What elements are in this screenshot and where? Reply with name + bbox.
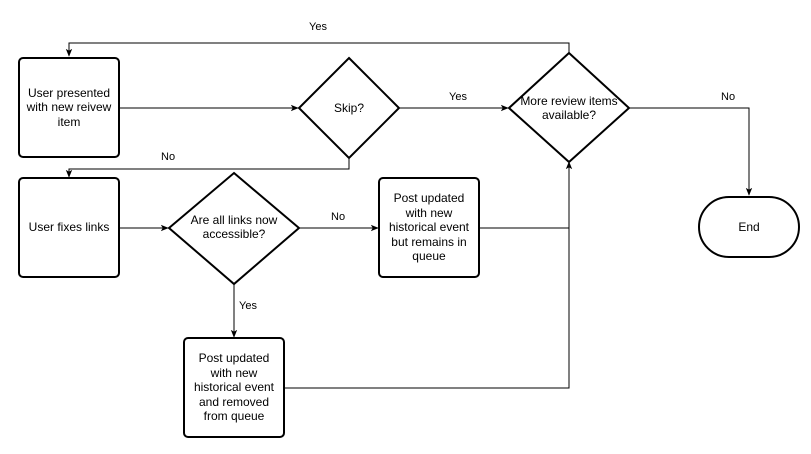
process-user-fixes [18, 177, 120, 278]
more-items-label: More review items available? [520, 93, 618, 123]
process-post-removed [183, 337, 285, 438]
edge-more-items-yes-loop [65, 42, 570, 57]
end-label: End [738, 219, 760, 234]
decision-more-items [507, 51, 631, 164]
process-user-presented [18, 57, 120, 158]
edge-more-items-no-to-end [629, 107, 753, 196]
edge-label-skip-yes: Yes [449, 91, 467, 104]
edge-post-removed-to-more-items [284, 161, 573, 389]
edge-label-more-items-yes: Yes [309, 21, 327, 34]
edge-label-more-items-no: No [721, 91, 736, 104]
decision-skip [297, 56, 401, 160]
user-presented-label: User presented with new reivew item [26, 85, 112, 129]
all-accessible-label: Are all links now accessible? [190, 212, 278, 242]
edge-label-skip-no: No [161, 151, 176, 163]
user-fixes-label: User fixes links [28, 220, 110, 235]
post-remains-label: Post updated with new historical event b… [388, 191, 470, 264]
post-removed-label: Post updated with new historical event a… [193, 351, 275, 424]
decision-all-accessible [167, 171, 301, 286]
edge-label-accessible-no: No [331, 211, 346, 224]
skip-label: Skip? [333, 100, 365, 115]
edge-label-accessible-yes: Yes [239, 300, 257, 313]
terminator-end [698, 196, 800, 258]
edge-skip-no-to-fixes [65, 158, 350, 178]
process-post-remains [378, 177, 480, 278]
